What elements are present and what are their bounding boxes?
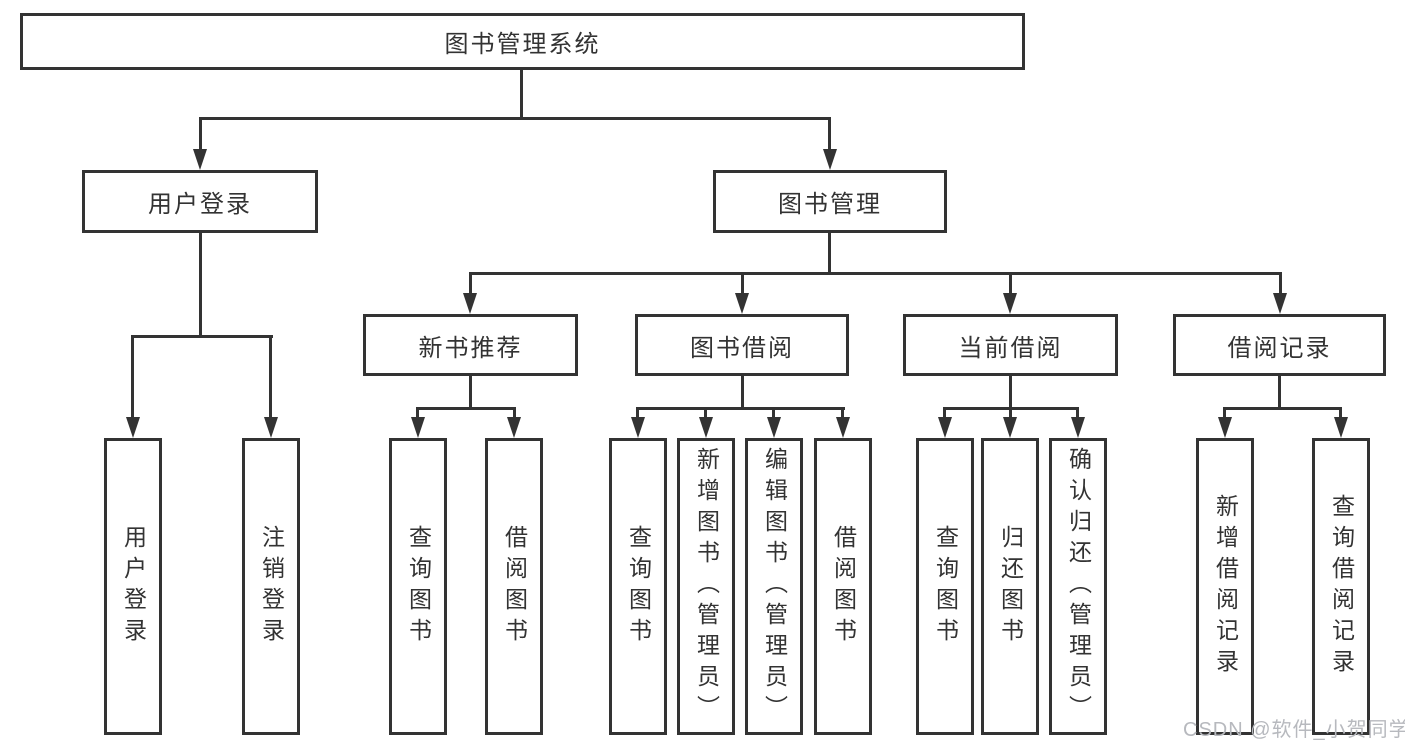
connector-line <box>1009 376 1012 407</box>
leaf-add-books-admin: 新增图书（管理员） <box>677 438 735 735</box>
leaf-edit-books-admin-label: 编辑图书（管理员） <box>761 447 788 726</box>
node-book-management: 图书管理 <box>713 170 947 233</box>
leaf-add-borrow-record: 新增借阅记录 <box>1196 438 1254 735</box>
connector-line <box>741 376 744 407</box>
arrow-down-icon <box>1218 417 1232 438</box>
connector-line <box>741 272 744 298</box>
leaf-edit-books-admin: 编辑图书（管理员） <box>745 438 803 735</box>
connector-line <box>269 335 272 419</box>
connector-line <box>199 117 831 120</box>
leaf-query-books-recommendation-label: 查询图书 <box>405 524 432 649</box>
connector-line <box>1279 272 1282 298</box>
connector-line <box>772 407 775 421</box>
connector-line <box>828 117 831 153</box>
arrow-down-icon <box>767 417 781 438</box>
leaf-query-books-recommendation: 查询图书 <box>389 438 447 735</box>
connector-line <box>1339 407 1342 421</box>
node-book-management-label: 图书管理 <box>778 191 882 218</box>
connector-line <box>131 335 273 338</box>
connector-line <box>520 70 523 117</box>
arrow-down-icon <box>631 417 645 438</box>
leaf-query-books-current-label: 查询图书 <box>932 524 959 649</box>
node-new-book-recommendation: 新书推荐 <box>363 314 578 376</box>
connector-line <box>199 117 202 153</box>
node-root-library-management-system: 图书管理系统 <box>20 13 1025 70</box>
arrow-down-icon <box>1334 417 1348 438</box>
node-user-login: 用户登录 <box>82 170 318 233</box>
csdn-watermark: CSDN @软件_小贺同学 <box>1183 719 1405 741</box>
leaf-return-books: 归还图书 <box>981 438 1039 735</box>
connector-line <box>513 407 516 421</box>
connector-line <box>1278 376 1281 407</box>
connector-line <box>1223 407 1342 410</box>
leaf-confirm-return-admin: 确认归还（管理员） <box>1049 438 1107 735</box>
node-user-login-label: 用户登录 <box>148 191 252 218</box>
connector-line <box>469 376 472 407</box>
leaf-borrow-books-label: 借阅图书 <box>830 524 857 649</box>
arrow-down-icon <box>126 417 140 438</box>
node-book-borrowing-label: 图书借阅 <box>690 334 794 362</box>
connector-line <box>416 407 516 410</box>
leaf-query-borrow-record: 查询借阅记录 <box>1312 438 1370 735</box>
leaf-confirm-return-admin-label: 确认归还（管理员） <box>1065 447 1092 726</box>
connector-line <box>469 272 472 298</box>
arrow-down-icon <box>699 417 713 438</box>
node-borrowing-records: 借阅记录 <box>1173 314 1386 376</box>
arrow-down-icon <box>1273 293 1287 314</box>
connector-line <box>636 407 845 410</box>
connector-line <box>943 407 946 421</box>
node-root-label: 图书管理系统 <box>444 31 601 58</box>
connector-line <box>1009 407 1012 421</box>
arrow-down-icon <box>836 417 850 438</box>
leaf-query-borrow-record-label: 查询借阅记录 <box>1328 493 1355 680</box>
arrow-down-icon <box>193 149 207 170</box>
leaf-add-borrow-record-label: 新增借阅记录 <box>1212 493 1239 680</box>
connector-line <box>841 407 844 421</box>
leaf-user-login: 用户登录 <box>104 438 162 735</box>
leaf-borrow-books-recommendation-label: 借阅图书 <box>501 524 528 649</box>
arrow-down-icon <box>463 293 477 314</box>
connector-line <box>704 407 707 421</box>
connector-line <box>199 233 202 335</box>
arrow-down-icon <box>1003 417 1017 438</box>
node-current-borrowing-label: 当前借阅 <box>958 334 1063 362</box>
connector-line <box>1009 272 1012 298</box>
arrow-down-icon <box>411 417 425 438</box>
connector-line <box>416 407 419 421</box>
node-current-borrowing: 当前借阅 <box>903 314 1118 376</box>
arrow-down-icon <box>264 417 278 438</box>
leaf-borrow-books: 借阅图书 <box>814 438 872 735</box>
connector-line <box>828 233 831 272</box>
arrow-down-icon <box>823 149 837 170</box>
leaf-user-login-label: 用户登录 <box>120 524 147 649</box>
leaf-logout: 注销登录 <box>242 438 300 735</box>
node-book-borrowing: 图书借阅 <box>635 314 849 376</box>
node-borrowing-records-label: 借阅记录 <box>1227 334 1332 362</box>
arrow-down-icon <box>1003 293 1017 314</box>
connector-line <box>1223 407 1226 421</box>
connector-line <box>131 335 134 419</box>
leaf-query-books-borrowing: 查询图书 <box>609 438 667 735</box>
node-new-book-recommendation-label: 新书推荐 <box>418 334 523 362</box>
leaf-return-books-label: 归还图书 <box>997 524 1024 649</box>
connector-line <box>636 407 639 421</box>
connector-line <box>1076 407 1079 421</box>
arrow-down-icon <box>507 417 521 438</box>
arrow-down-icon <box>735 293 749 314</box>
leaf-query-books-current: 查询图书 <box>916 438 974 735</box>
leaf-query-books-borrowing-label: 查询图书 <box>625 524 652 649</box>
arrow-down-icon <box>938 417 952 438</box>
leaf-borrow-books-recommendation: 借阅图书 <box>485 438 543 735</box>
leaf-logout-label: 注销登录 <box>258 524 285 649</box>
arrow-down-icon <box>1071 417 1085 438</box>
leaf-add-books-admin-label: 新增图书（管理员） <box>693 447 720 726</box>
connector-line <box>469 272 1282 275</box>
